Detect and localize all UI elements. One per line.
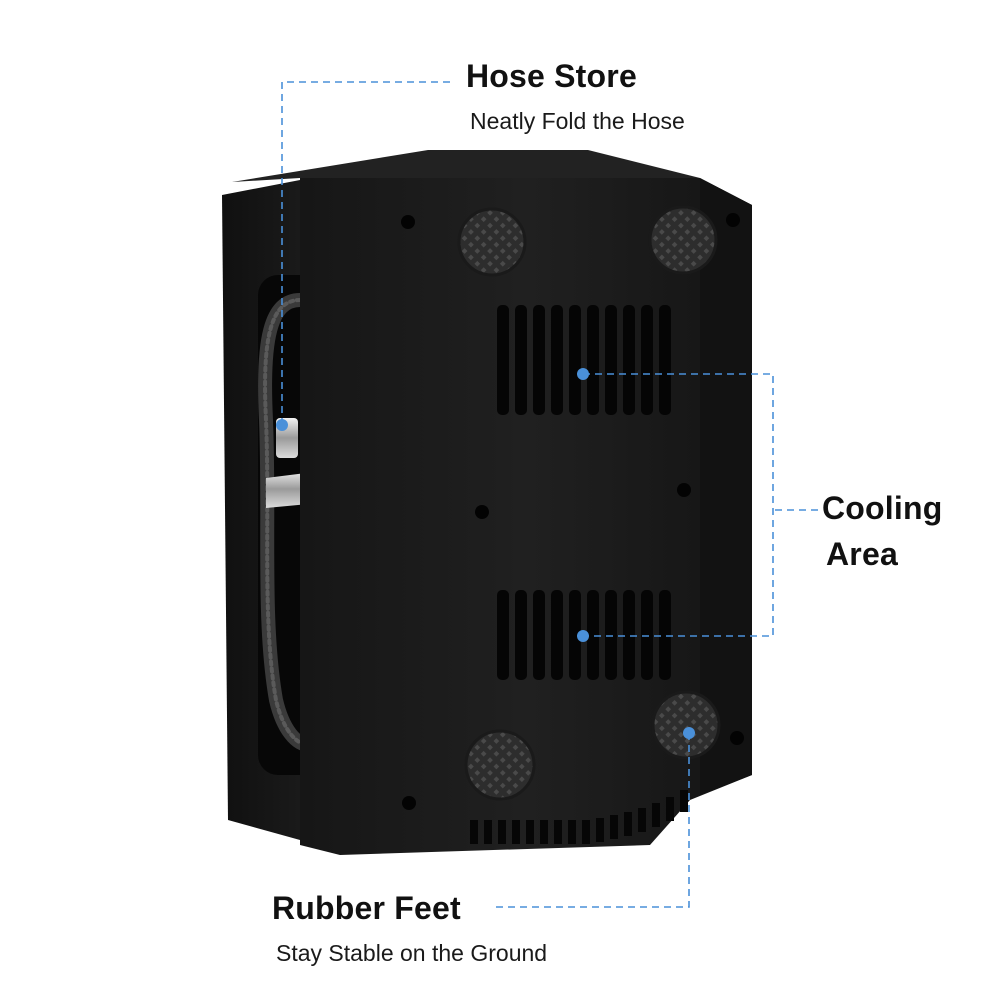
screw-hole-icon	[401, 213, 744, 810]
device-top	[232, 150, 700, 182]
hose-store-title: Hose Store	[466, 58, 637, 94]
upper-cooling-vent	[497, 305, 671, 415]
cooling-upper-leader	[583, 373, 774, 637]
bottom-grille	[470, 790, 688, 844]
cooling-area-title-line1: Cooling	[822, 490, 943, 526]
hose-store-leader	[281, 81, 450, 425]
rubber-feet-leader	[496, 733, 690, 908]
callout-dots	[276, 368, 695, 739]
rubber-feet-subtitle: Stay Stable on the Ground	[276, 940, 548, 966]
rubber-foot-icon	[457, 205, 721, 801]
cooling-area-title-line2: Area	[826, 536, 898, 572]
rubber-feet-title: Rubber Feet	[272, 890, 461, 926]
device-face	[300, 178, 752, 855]
lower-cooling-vent	[497, 590, 671, 680]
device-right-bevel	[700, 178, 752, 795]
callout-lines	[281, 81, 818, 908]
hose-store-subtitle: Neatly Fold the Hose	[470, 108, 685, 134]
